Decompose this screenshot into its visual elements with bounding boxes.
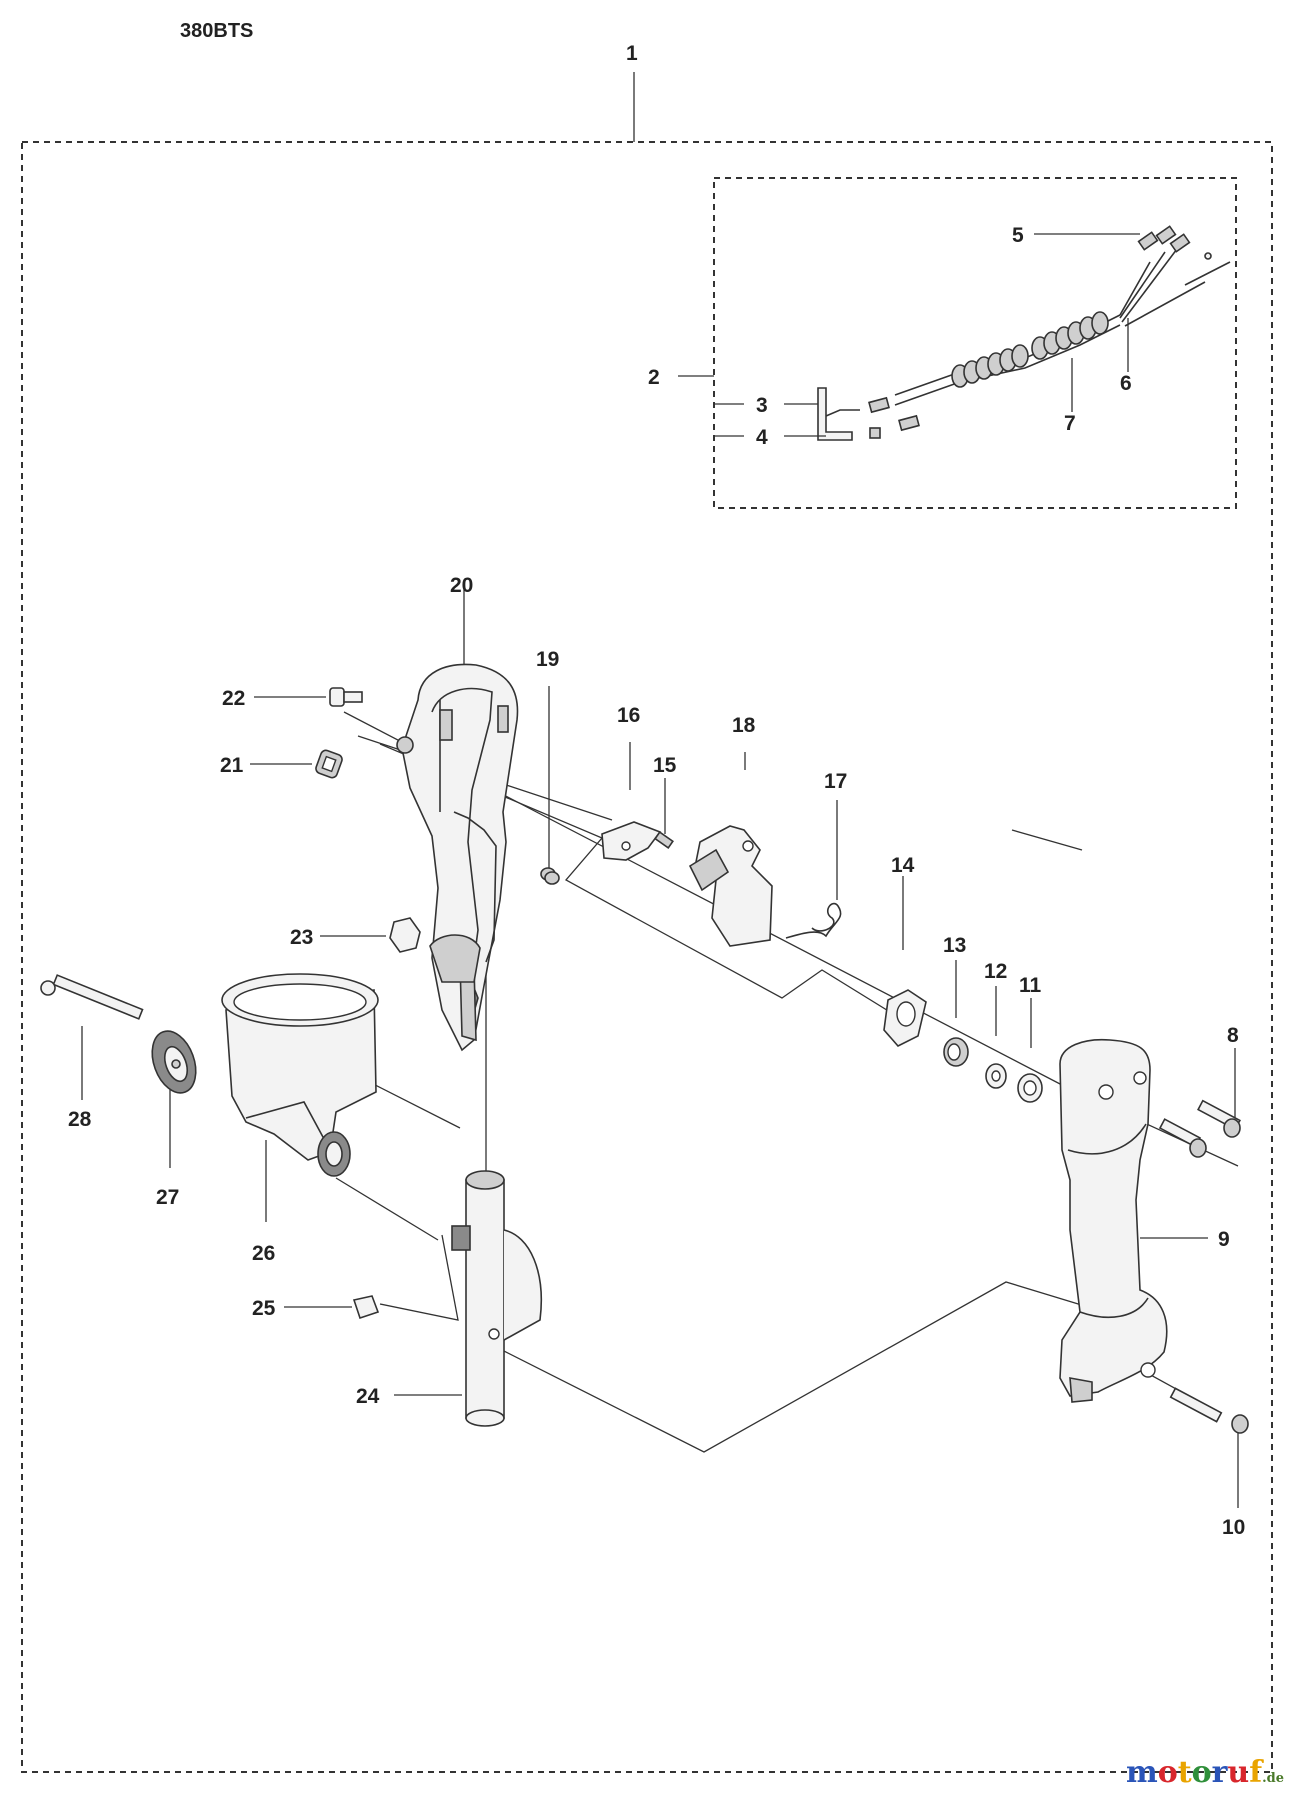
- watermark-letter: f: [1249, 1755, 1263, 1790]
- handle-housing: [396, 663, 519, 1052]
- handle-tube-24: [451, 1170, 542, 1427]
- bolt-28: [40, 974, 144, 1020]
- label-21: 21: [220, 754, 244, 777]
- label-19: 19: [536, 648, 559, 671]
- label-25: 25: [252, 1297, 276, 1320]
- watermark-letter: u: [1227, 1755, 1250, 1790]
- label-8: 8: [1227, 1024, 1239, 1047]
- label-9: 9: [1218, 1228, 1230, 1251]
- label-11: 11: [1019, 974, 1042, 997]
- label-28: 28: [68, 1108, 92, 1131]
- watermark-letter: t: [1177, 1755, 1192, 1790]
- label-17: 17: [824, 770, 847, 793]
- washer-13: [943, 1037, 969, 1067]
- label-2: 2: [648, 366, 660, 389]
- wiring-harness: [817, 225, 1231, 441]
- label-14: 14: [891, 854, 915, 877]
- label-1: 1: [626, 42, 638, 65]
- label-6: 6: [1120, 372, 1132, 395]
- watermark-letter: r: [1211, 1755, 1228, 1790]
- part-numbers: 1 2 3 4 5 6 7 8 9 10 11 12 13 14 15 16 1…: [68, 42, 1245, 1539]
- label-13: 13: [943, 934, 966, 957]
- knob-27: [151, 1030, 197, 1094]
- screw-8: [1158, 1099, 1241, 1158]
- nut-23: [389, 917, 421, 953]
- fastener-21: [315, 749, 343, 779]
- label-23: 23: [290, 926, 313, 949]
- spacer-25: [352, 1295, 380, 1320]
- label-18: 18: [732, 714, 756, 737]
- label-3: 3: [756, 394, 768, 417]
- watermark-logo: motoruf.de: [1126, 1755, 1284, 1790]
- model-title: 380BTS: [180, 20, 254, 42]
- watermark-name: motoruf: [1126, 1755, 1262, 1790]
- label-7: 7: [1064, 412, 1076, 435]
- label-20: 20: [450, 574, 473, 597]
- label-15: 15: [653, 754, 677, 777]
- spring-19: [540, 867, 560, 885]
- watermark-letter: o: [1157, 1755, 1178, 1790]
- label-5: 5: [1012, 224, 1024, 247]
- harness-frame: [713, 177, 1237, 509]
- label-26: 26: [252, 1242, 275, 1265]
- leader-lines: [81, 233, 1239, 1508]
- label-4: 4: [756, 426, 768, 449]
- label-10: 10: [1222, 1516, 1245, 1539]
- spring-17: [785, 902, 842, 939]
- throttle-trigger-18: [688, 825, 773, 947]
- lock-washer-11: [1017, 1073, 1043, 1103]
- label-24: 24: [356, 1385, 380, 1408]
- label-27: 27: [156, 1186, 179, 1209]
- lever-16: [601, 821, 662, 861]
- watermark-letter: m: [1125, 1755, 1158, 1790]
- washer-12: [985, 1063, 1007, 1089]
- watermark-letter: o: [1191, 1755, 1212, 1790]
- pin-15: [654, 831, 674, 849]
- label-12: 12: [984, 960, 1007, 983]
- fastener-22: [329, 687, 363, 707]
- clamp-26: [221, 973, 379, 1177]
- watermark-suffix: .de: [1262, 1771, 1284, 1786]
- bushing-14: [883, 989, 927, 1047]
- assembly-frame: [21, 141, 1273, 1773]
- label-22: 22: [222, 687, 245, 710]
- rear-handle: [1059, 1038, 1168, 1403]
- screw-10: [1169, 1387, 1249, 1434]
- label-16: 16: [617, 704, 640, 727]
